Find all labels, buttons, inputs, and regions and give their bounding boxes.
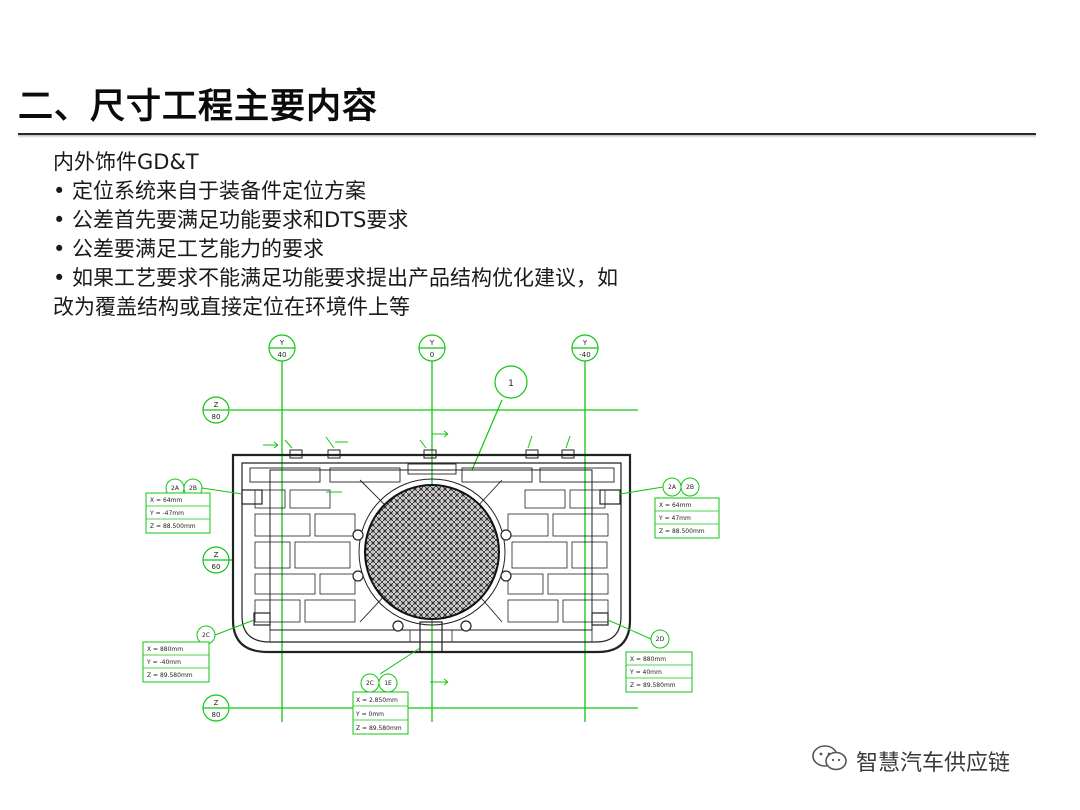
speaker-grille bbox=[352, 478, 512, 632]
bullet-item: • 如果工艺要求不能满足功能要求提出产品结构优化建议，如 bbox=[53, 266, 619, 290]
coord-y: Y = -40mm bbox=[146, 659, 181, 666]
bullet-item: • 公差首先要满足功能要求和DTS要求 bbox=[53, 208, 409, 232]
grid-tag-top: Z bbox=[214, 699, 219, 707]
datum-tag: 2C bbox=[366, 680, 374, 687]
grid-tag-top: Y bbox=[279, 339, 285, 347]
balloon-number: 1 bbox=[508, 379, 514, 389]
watermark-text: 智慧汽车供应链 bbox=[856, 751, 1011, 776]
datum-tag: 2C bbox=[202, 632, 210, 639]
grid-tag: Y 0 bbox=[418, 334, 446, 362]
coord-x: X = 64mm bbox=[150, 497, 182, 504]
wechat-logo-icon bbox=[810, 743, 850, 779]
coordinate-box: X = 64mm Y = -47mm Z = 88.500mm bbox=[145, 492, 211, 534]
grid-tag-bottom: 0 bbox=[430, 351, 434, 359]
title-underline bbox=[18, 133, 1036, 135]
grid-tag: Y 40 bbox=[268, 334, 296, 362]
datum-tag: 2B bbox=[189, 485, 197, 492]
datum-tag: 2D bbox=[656, 636, 665, 643]
datum-tag: 2A bbox=[171, 485, 180, 492]
coord-z: Z = 89.580mm bbox=[630, 682, 676, 689]
datum-tag: 1E bbox=[384, 680, 392, 687]
coordinate-box: X = 64mm Y = 47mm Z = 88.500mm bbox=[654, 497, 720, 539]
watermark: 智慧汽车供应链 bbox=[810, 743, 1010, 779]
part-balloon: 1 bbox=[471, 365, 528, 471]
coord-x: X = 880mm bbox=[630, 656, 666, 663]
coord-y: Y = 0mm bbox=[355, 711, 384, 718]
grid-tag-top: Y bbox=[582, 339, 588, 347]
coordinate-box: X = 880mm Y = -40mm Z = 89.580mm bbox=[142, 641, 210, 683]
datum-arrows bbox=[263, 430, 571, 493]
grid-tag-bottom: -40 bbox=[579, 351, 590, 359]
coord-x: X = 880mm bbox=[147, 646, 183, 653]
coord-x: X = 2.850mm bbox=[356, 697, 398, 704]
title-underline-shadow bbox=[18, 135, 1036, 138]
part-outline bbox=[231, 449, 632, 654]
coord-y: Y = 40mm bbox=[629, 669, 662, 676]
grid-tag-bottom: 80 bbox=[212, 711, 221, 719]
datum-tag: 2A bbox=[668, 484, 677, 491]
coord-x: X = 64mm bbox=[659, 502, 691, 509]
grid-tag: Z 60 bbox=[202, 546, 230, 574]
coord-z: Z = 88.500mm bbox=[150, 523, 196, 530]
bullet-item: • 公差要满足工艺能力的要求 bbox=[53, 237, 325, 261]
slide-body: 内外饰件GD&T • 定位系统来自于装备件定位方案 • 公差首先要满足功能要求和… bbox=[53, 148, 753, 322]
grid-lines bbox=[225, 358, 638, 722]
datum-tag: 2B bbox=[686, 484, 694, 491]
grid-tag: Z 80 bbox=[202, 694, 230, 722]
grid-tag-top: Z bbox=[214, 401, 219, 409]
coordinate-box: X = 880mm Y = 40mm Z = 89.580mm bbox=[625, 651, 693, 693]
grid-tag-bottom: 40 bbox=[278, 351, 287, 359]
bullet-continuation: 改为覆盖结构或直接定位在环境件上等 bbox=[53, 295, 410, 319]
grid-tag: Y -40 bbox=[571, 334, 599, 362]
gdt-drawing: Y 40 Y 0 Y -40 Z 80 Z 60 Z 80 bbox=[130, 330, 730, 744]
coordinate-box: X = 2.850mm Y = 0mm Z = 89.580mm bbox=[352, 691, 409, 735]
grid-tag-top: Y bbox=[429, 339, 435, 347]
coord-y: Y = -47mm bbox=[149, 510, 184, 517]
coord-z: Z = 89.580mm bbox=[147, 672, 193, 679]
coord-z: Z = 88.500mm bbox=[659, 528, 705, 535]
slide-title: 二、尺寸工程主要内容 bbox=[18, 87, 379, 127]
grid-tag-top: Z bbox=[214, 551, 219, 559]
grid-tag-bottom: 60 bbox=[212, 563, 221, 571]
bullet-item: • 定位系统来自于装备件定位方案 bbox=[53, 179, 367, 203]
grid-tag-bottom: 80 bbox=[212, 413, 221, 421]
body-heading: 内外饰件GD&T bbox=[53, 150, 199, 174]
coord-z: Z = 89.580mm bbox=[356, 725, 402, 732]
grid-tag: Z 80 bbox=[202, 396, 230, 424]
coord-y: Y = 47mm bbox=[658, 515, 691, 522]
